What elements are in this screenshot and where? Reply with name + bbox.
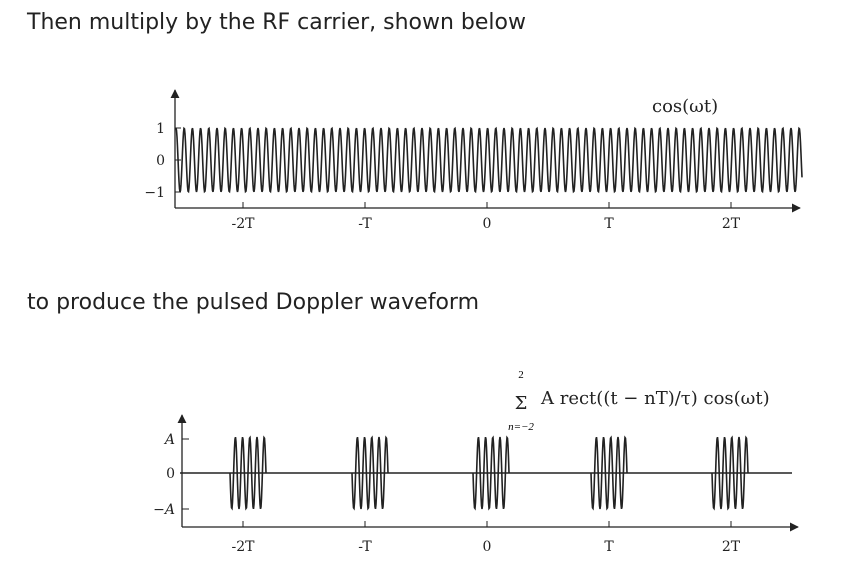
pulsed-x-tick-marks bbox=[242, 521, 732, 527]
pulsed-y-tick-label: 0 bbox=[166, 466, 175, 482]
pulsed-x-tick-label: 2T bbox=[722, 539, 741, 555]
carrier-formula: cos(ωt) bbox=[652, 96, 718, 117]
carrier-x-tick-label: 0 bbox=[483, 216, 492, 232]
pulsed-formula: 2 Σ n=−2 A rect((t − nT)/τ) cos(ωt) bbox=[508, 369, 770, 433]
carrier-y-tick-label: 0 bbox=[156, 153, 165, 169]
carrier-plot: 1 0 −1 -2T -T 0 T 2T cos(ωt) bbox=[144, 89, 803, 232]
sigma-symbol: Σ bbox=[515, 393, 528, 414]
pulse-burst bbox=[472, 435, 510, 511]
pulsed-plot: A 0 −A -2T -T 0 T 2T 2 Σ n=−2 A rect((t … bbox=[153, 369, 799, 555]
carrier-heading: Then multiply by the RF carrier, shown b… bbox=[27, 10, 526, 35]
pulse-burst bbox=[351, 435, 389, 511]
pulsed-x-tick-label: 0 bbox=[483, 539, 492, 555]
sum-upper-limit: 2 bbox=[518, 369, 524, 381]
carrier-y-tick-marks bbox=[175, 127, 181, 193]
sum-lower-limit: n=−2 bbox=[508, 421, 534, 433]
pulsed-y-tick-label: −A bbox=[153, 502, 175, 518]
pulse-burst bbox=[711, 435, 749, 511]
sum-expression: A rect((t − nT)/τ) cos(ωt) bbox=[540, 388, 770, 409]
pulsed-y-tick-marks bbox=[182, 438, 189, 510]
carrier-x-tick-label: -2T bbox=[232, 216, 256, 232]
pulse-burst bbox=[229, 435, 267, 511]
carrier-y-tick-label: 1 bbox=[156, 121, 165, 137]
carrier-x-tick-label: 2T bbox=[722, 216, 741, 232]
carrier-x-tick-marks bbox=[242, 202, 732, 208]
carrier-waveform bbox=[175, 126, 803, 194]
pulsed-x-tick-label: -T bbox=[358, 539, 372, 555]
pulsed-x-tick-label: -2T bbox=[232, 539, 256, 555]
pulsed-x-tick-label: T bbox=[604, 539, 614, 555]
carrier-y-tick-label: −1 bbox=[144, 185, 165, 201]
pulsed-heading: to produce the pulsed Doppler waveform bbox=[27, 290, 480, 315]
pulse-burst bbox=[590, 435, 628, 511]
carrier-x-tick-label: T bbox=[604, 216, 614, 232]
pulsed-y-tick-label: A bbox=[163, 432, 175, 448]
carrier-x-tick-label: -T bbox=[358, 216, 372, 232]
